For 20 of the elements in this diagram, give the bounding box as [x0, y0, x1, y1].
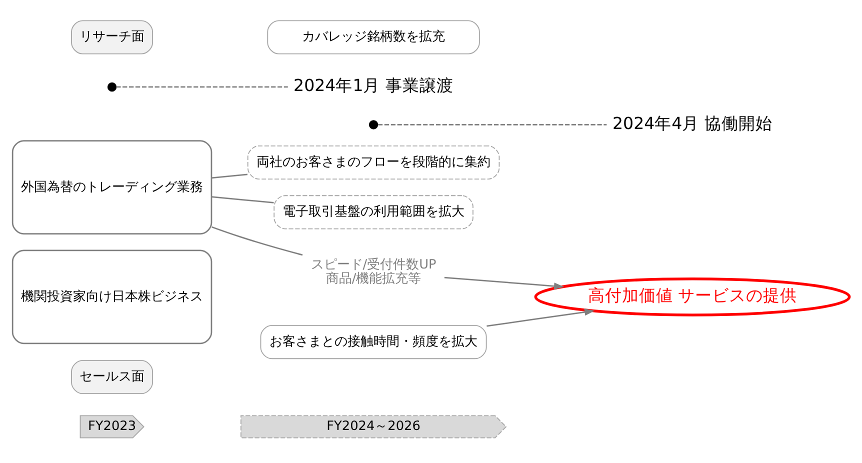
connector: [378, 124, 607, 125]
node-circle: [368, 120, 378, 129]
connector: [211, 196, 274, 203]
connector: [212, 226, 303, 256]
node-text: 2024年4月 協働開始: [612, 113, 772, 132]
node-text: 2024年1月 事業譲渡: [294, 76, 454, 95]
node-text: スピード/受付件数UP 商品/機能拡充等: [310, 257, 436, 286]
node-box: リサーチ面: [71, 20, 153, 54]
node-box: 機関投資家向け日本株ビジネス: [12, 249, 212, 344]
node-circle: [107, 82, 117, 92]
node-box: 外国為替のトレーディング業務: [12, 140, 212, 234]
node-box: セールス面: [71, 360, 153, 394]
node-box: カバレッジ銘柄数を拡充: [267, 20, 480, 54]
node-box: 両社のお客さまのフローを段階的に集約: [247, 144, 500, 180]
connector: [211, 173, 248, 178]
connector: [116, 86, 288, 88]
arrow: [444, 276, 564, 290]
node-box: 電子取引基盤の利用範囲を拡大: [274, 194, 474, 229]
arrow: [486, 308, 595, 326]
node-box: お客さまとの接触時間・頻度を拡大: [260, 324, 487, 359]
